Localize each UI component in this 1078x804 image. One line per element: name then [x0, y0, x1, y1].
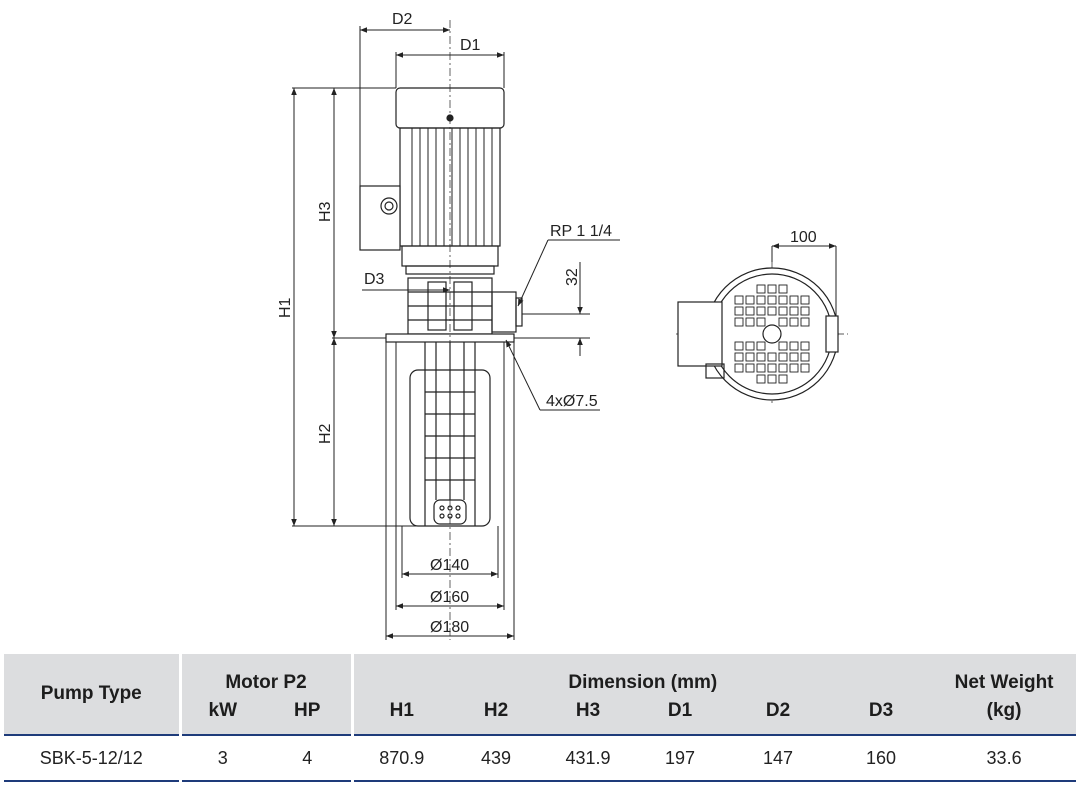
cell-h1: 870.9 — [350, 734, 450, 782]
cell-h2: 439 — [450, 734, 542, 782]
header-row-1: Pump Type Motor P2 Dimension (mm) Net We… — [4, 654, 1077, 735]
header-dimension: Dimension (mm) — [350, 654, 933, 700]
drawing-labels: D2 D1 H1 H3 H2 D3 RP 1 1/4 32 4xØ7.5 Ø14… — [277, 11, 817, 636]
cell-d1: 197 — [634, 734, 726, 782]
cell-h3: 431.9 — [542, 734, 634, 782]
label-32: 32 — [564, 268, 581, 286]
label-100: 100 — [790, 229, 817, 246]
header-d2: D2 — [726, 700, 830, 735]
label-dia140: Ø140 — [430, 557, 469, 574]
header-d1: D1 — [634, 700, 726, 735]
label-h2: H2 — [317, 423, 334, 444]
front-view — [359, 87, 523, 527]
label-rp: RP 1 1/4 — [550, 223, 612, 240]
outlet-port — [491, 291, 517, 333]
fan-grille — [734, 284, 810, 384]
cell-weight: 33.6 — [932, 734, 1077, 782]
cell-d2: 147 — [726, 734, 830, 782]
cable-gland — [380, 197, 398, 215]
header-pump-type: Pump Type — [4, 654, 180, 735]
label-d2: D2 — [392, 11, 413, 28]
header-h2: H2 — [450, 700, 542, 735]
terminal-box — [359, 185, 401, 251]
fan-hub — [762, 324, 782, 344]
pump-dimension-drawing: D2 D1 H1 H3 H2 D3 RP 1 1/4 32 4xØ7.5 Ø14… — [277, 11, 848, 640]
header-net-weight: Net Weight — [932, 654, 1077, 700]
label-d3: D3 — [364, 271, 385, 288]
header-motor-p2: Motor P2 — [178, 654, 352, 700]
dimension-lines — [291, 26, 837, 640]
header-h3: H3 — [542, 700, 634, 735]
cell-pump-type: SBK-5-12/12 — [4, 734, 180, 782]
header-h1: H1 — [350, 700, 450, 735]
header-kw: kW — [178, 700, 264, 735]
header-row-2: kW HP H1 H2 H3 D1 D2 D3 (kg) — [4, 700, 1077, 735]
top-terminal-box — [677, 301, 723, 367]
table-row: SBK-5-12/12 3 4 870.9 439 431.9 197 147 … — [4, 734, 1077, 782]
header-kg: (kg) — [932, 700, 1077, 735]
dimension-table: Pump Type Motor P2 Dimension (mm) Net We… — [4, 654, 1077, 782]
header-hp: HP — [264, 700, 352, 735]
label-dia160: Ø160 — [430, 589, 469, 606]
label-h3: H3 — [317, 201, 334, 222]
label-dia180: Ø180 — [430, 619, 469, 636]
label-d1: D1 — [460, 37, 481, 54]
label-holes: 4xØ7.5 — [546, 393, 598, 410]
top-view — [677, 267, 839, 401]
cell-d3: 160 — [830, 734, 933, 782]
motor-fins — [411, 128, 493, 246]
label-h1: H1 — [277, 297, 294, 318]
cell-kw: 3 — [178, 734, 264, 782]
header-d3: D3 — [830, 700, 933, 735]
top-outlet-port — [825, 315, 839, 353]
cell-hp: 4 — [264, 734, 352, 782]
